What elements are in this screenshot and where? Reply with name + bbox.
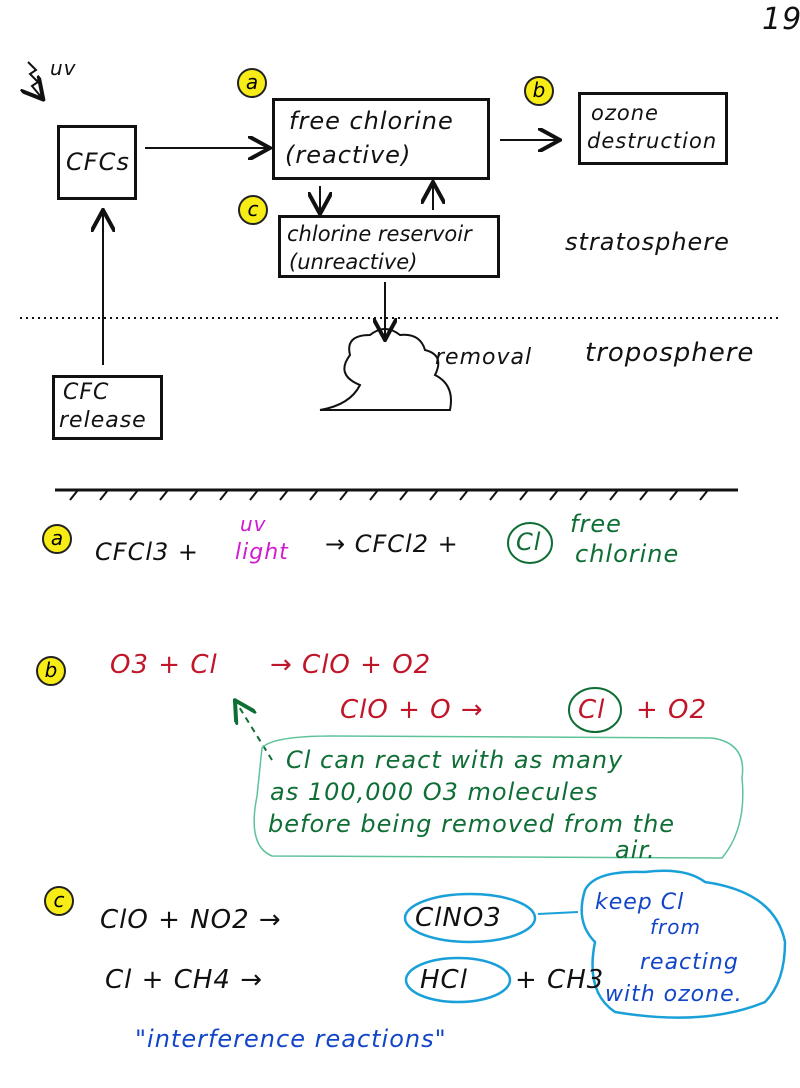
note-bubble-b — [253, 735, 744, 859]
b-note-line4: air. — [615, 836, 656, 864]
b-note-line2: as 100,000 O3 molecules — [270, 778, 599, 806]
clno3-circle — [403, 892, 537, 944]
cfc-release-line2: release — [59, 408, 147, 433]
c-eq2-right: + CH3 — [515, 965, 605, 995]
label-b-badge: b — [524, 76, 554, 106]
c-note-line3: reacting — [640, 950, 739, 975]
ground-hatch — [69, 489, 709, 501]
c-note-line2: from — [650, 915, 701, 939]
section-b-badge: b — [36, 656, 66, 686]
label-c-badge: c — [238, 195, 268, 225]
uv-squiggle-icon — [28, 61, 42, 98]
page-number: 19 — [762, 2, 800, 37]
b-note-line3: before being removed from the — [268, 810, 676, 838]
free-chlorine-line1: free chlorine — [289, 107, 454, 135]
reservoir-line2: (unreactive) — [289, 250, 418, 274]
c-note-line1: keep Cl — [595, 890, 685, 915]
a-cl: Cl — [516, 528, 542, 556]
uv-label: uv — [50, 56, 77, 80]
cfcs-box: CFCs — [57, 125, 137, 200]
c-eq1-left: ClO + NO2 → — [100, 905, 282, 935]
c-eq1-product: ClNO3 — [415, 903, 502, 933]
c-eq2-left: Cl + CH4 → — [105, 965, 263, 995]
ozone-destruction-box: ozone destruction — [578, 92, 728, 165]
cfc-release-line1: CFC — [63, 380, 110, 405]
cfc-release-box: CFC release — [52, 375, 163, 440]
troposphere-label: troposphere — [585, 338, 755, 368]
note-bubble-c — [580, 869, 787, 1019]
free-chlorine-line2: (reactive) — [285, 141, 412, 169]
c-note-line4: with ozone. — [605, 982, 743, 1007]
a-free: free — [570, 510, 622, 538]
cl-circle-b — [568, 687, 622, 733]
label-a-badge: a — [237, 68, 267, 98]
ozone-line1: ozone — [591, 101, 659, 125]
section-c-badge: c — [44, 886, 74, 916]
stratosphere-label: stratosphere — [565, 228, 730, 256]
b-eq2-right: + O2 — [636, 695, 708, 725]
a-uv: uv — [240, 512, 267, 536]
b-eq2-left: ClO + O → — [340, 695, 484, 725]
b-note-line1: Cl can react with as many — [286, 746, 624, 774]
section-a-badge: a — [42, 524, 72, 554]
a-light: light — [235, 540, 289, 565]
cfcs-text: CFCs — [66, 148, 130, 176]
c-caption: "interference reactions" — [135, 1025, 447, 1053]
ozone-line2: destruction — [587, 129, 718, 153]
a-reactant: CFCl3 + — [95, 538, 199, 566]
b-eq1-left: O3 + Cl — [110, 650, 218, 680]
hcl-circle — [404, 956, 512, 1004]
c-eq2-product: HCl — [420, 965, 468, 995]
a-product: → CFCl2 + — [325, 530, 459, 558]
b-eq1-right: → ClO + O2 — [270, 650, 432, 680]
cl-circle-a — [507, 522, 553, 564]
reservoir-line1: chlorine reservoir — [287, 222, 472, 246]
a-chlorine: chlorine — [575, 540, 680, 568]
chlorine-reservoir-box: chlorine reservoir (unreactive) — [278, 215, 500, 278]
cloud-icon — [319, 328, 452, 411]
b-eq2-cl: Cl — [578, 695, 606, 725]
removal-label: removal — [435, 345, 533, 370]
free-chlorine-box: free chlorine (reactive) — [272, 98, 490, 180]
dashed-arrow — [236, 702, 273, 761]
